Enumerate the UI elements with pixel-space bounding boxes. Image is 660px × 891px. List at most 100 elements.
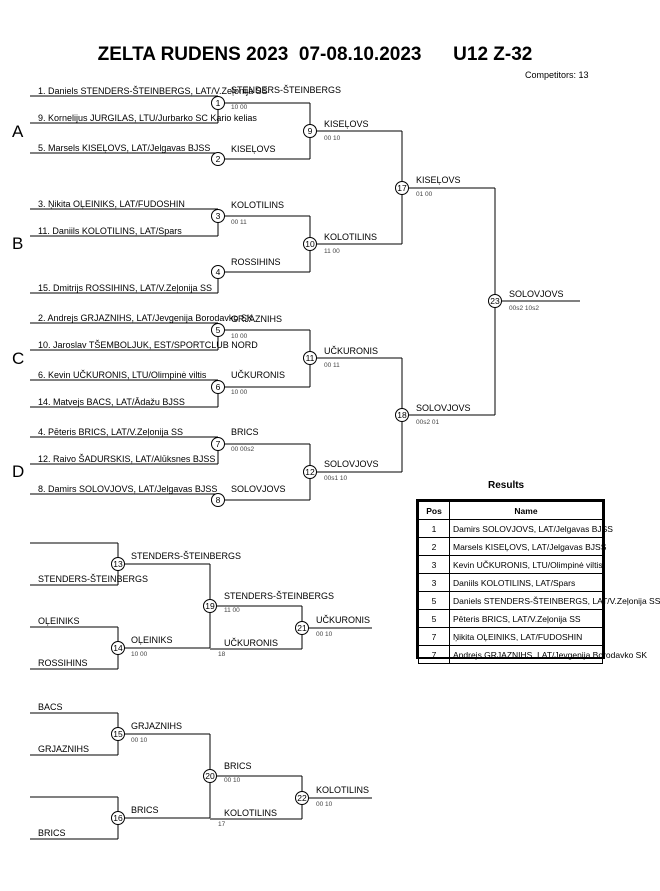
result-name: Andrejs GRJAZNIHS, LAT/Jevgenija Borodav… — [449, 645, 647, 664]
winner-name: STENDERS-ŠTEINBERGS — [231, 85, 341, 95]
match-node-circle — [303, 465, 317, 479]
rep-winner: BRICS — [131, 805, 159, 815]
match-node-circle — [395, 408, 409, 422]
entry-name: 3. Ņikita OĻEINIKS, LAT/FUDOSHIN — [38, 199, 185, 209]
rep-name: BACS — [38, 702, 63, 712]
match-node-circle — [211, 493, 225, 507]
match-node-number: 11 — [306, 353, 315, 363]
winner-name: SOLOVJOVS — [509, 289, 564, 299]
entry-name: 15. Dmitrijs ROSSIHINS, LAT/V.Zeļonija S… — [38, 283, 212, 293]
match-score: 10 00 — [231, 104, 248, 111]
pool-letter: B — [12, 234, 23, 253]
rep-winner: BRICS — [224, 761, 252, 771]
rep-node-number: 15 — [113, 729, 123, 739]
result-pos: 7 — [418, 627, 450, 646]
rep-winner: OĻEINIKS — [131, 635, 173, 645]
winner-name: SOLOVJOVS — [231, 484, 286, 494]
rep-score: 00 10 — [224, 777, 241, 784]
page-title: ZELTA RUDENS 2023 07-08.10.2023 U12 Z-32 — [97, 44, 533, 65]
result-pos: 3 — [418, 573, 450, 592]
result-pos: 2 — [418, 537, 450, 556]
rep-from-match: 17 — [218, 821, 226, 828]
match-node-number: 7 — [216, 439, 221, 449]
bracket-lines — [30, 95, 580, 840]
match-node-number: 23 — [490, 296, 500, 306]
rep-node-number: 20 — [205, 771, 215, 781]
rep-node-number: 13 — [113, 559, 123, 569]
pool-letter: A — [12, 122, 24, 141]
match-node-number: 9 — [308, 126, 313, 136]
col-name-header: Name — [449, 501, 603, 520]
match-node-number: 5 — [216, 325, 221, 335]
results-header-row: Pos Name — [418, 501, 603, 520]
entry-name: 11. Daniils KOLOTILINS, LAT/Spars — [38, 226, 182, 236]
result-name: Marsels KISEĻOVS, LAT/Jelgavas BJSS — [449, 537, 606, 556]
match-score: 00s2 01 — [416, 419, 440, 426]
entry-name: 1. Daniels STENDERS-ŠTEINBERGS, LAT/V.Ze… — [38, 86, 268, 96]
match-node-number: 12 — [305, 467, 315, 477]
bracket-chart: 1. Daniels STENDERS-ŠTEINBERGS, LAT/V.Ze… — [12, 85, 580, 840]
rep-score: 00 10 — [316, 801, 333, 808]
rep-name: ROSSIHINS — [38, 658, 88, 668]
bracket-labels: 1. Daniels STENDERS-ŠTEINBERGS, LAT/V.Ze… — [12, 85, 564, 838]
pool-letter: C — [12, 349, 24, 368]
entry-name: 4. Pēteris BRICS, LAT/V.Zeļonija SS — [38, 427, 183, 437]
match-score: 00s2 10s2 — [509, 305, 539, 312]
match-score: 00s1 10 — [324, 475, 348, 482]
rep-node-circle — [295, 791, 309, 805]
result-name: Ņikita OĻEINIKS, LAT/FUDOSHIN — [449, 627, 603, 646]
rep-node-circle — [111, 557, 125, 571]
match-score: 10 00 — [231, 389, 248, 396]
result-pos: 7 — [418, 645, 450, 664]
match-node-circle — [211, 96, 225, 110]
match-score: 00 00s2 — [231, 446, 255, 453]
rep-node-number: 19 — [205, 601, 215, 611]
match-node-number: 8 — [216, 495, 221, 505]
match-score: 11 00 — [324, 248, 340, 255]
result-pos: 3 — [418, 555, 450, 574]
result-pos: 5 — [418, 609, 450, 628]
match-node-circle — [211, 152, 225, 166]
rep-node-circle — [111, 727, 125, 741]
entry-name: 12. Raivo ŠADURSKIS, LAT/Alūksnes BJSS — [38, 454, 215, 464]
match-node-circle — [303, 237, 317, 251]
rep-node-number: 16 — [113, 813, 123, 823]
match-node-circle — [488, 294, 502, 308]
entry-name: 9. Kornelijus JURGILAS, LTU/Jurbarko SC … — [38, 113, 257, 123]
rep-score: 11 00 — [224, 607, 240, 614]
winner-name: UČKURONIS — [324, 346, 378, 356]
winner-name: GRJAZNIHS — [231, 314, 282, 324]
winner-name: UČKURONIS — [231, 370, 285, 380]
rep-node-number: 14 — [113, 643, 123, 653]
entry-name: 2. Andrejs GRJAZNIHS, LAT/Jevgenija Boro… — [38, 313, 253, 323]
match-node-number: 3 — [216, 211, 221, 221]
match-node-circle — [211, 437, 225, 451]
entry-name: 14. Matvejs BACS, LAT/Ādažu BJSS — [38, 397, 185, 407]
match-node-circle — [303, 124, 317, 138]
match-node-number: 10 — [305, 239, 315, 249]
result-name: Daniels STENDERS-ŠTEINBERGS, LAT/V.Zeļon… — [449, 591, 660, 610]
match-node-circle — [211, 265, 225, 279]
result-name: Kevin UČKURONIS, LTU/Olimpinė viltis — [449, 555, 603, 574]
match-score: 00 11 — [231, 219, 247, 226]
rep-node-circle — [203, 599, 217, 613]
match-node-number: 2 — [216, 154, 221, 164]
winner-name: SOLOVJOVS — [324, 459, 379, 469]
winner-name: SOLOVJOVS — [416, 403, 471, 413]
match-node-number: 18 — [397, 410, 407, 420]
match-node-circle — [303, 351, 317, 365]
rep-name: OĻEINIKS — [38, 616, 80, 626]
winner-name: KISEĻOVS — [416, 175, 461, 185]
entry-name: 10. Jaroslav TŠEMBOLJUK, EST/SPORTCLUB N… — [38, 340, 258, 350]
entry-name: 5. Marsels KISEĻOVS, LAT/Jelgavas BJSS — [38, 143, 210, 153]
rep-name: BRICS — [38, 828, 66, 838]
winner-name: KISEĻOVS — [324, 119, 369, 129]
rep-winner: STENDERS-ŠTEINBERGS — [224, 591, 334, 601]
rep-node-circle — [111, 811, 125, 825]
result-name: Daniils KOLOTILINS, LAT/Spars — [449, 573, 603, 592]
rep-score: 00 10 — [131, 737, 148, 744]
